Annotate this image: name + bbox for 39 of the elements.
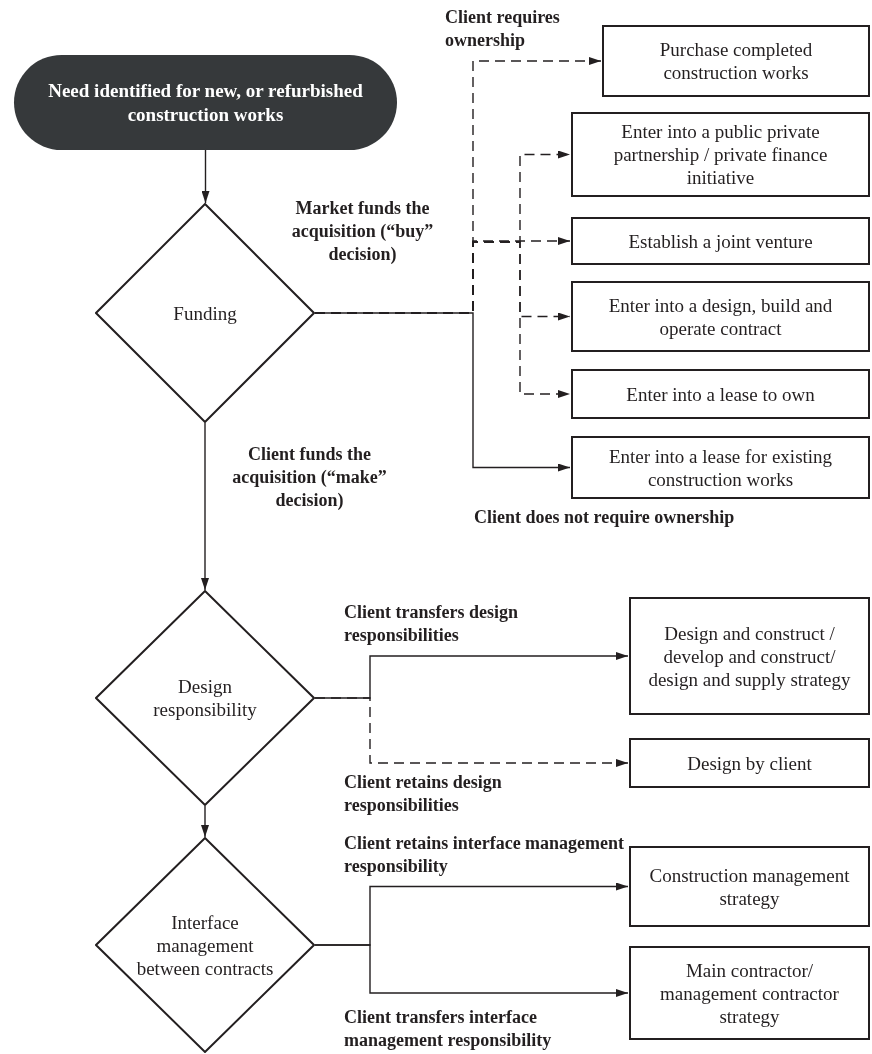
node-text: Purchase completed construction works — [658, 38, 814, 84]
arrow — [314, 697, 629, 767]
process-box — [571, 369, 870, 419]
node-text: Construction management strategy — [648, 863, 851, 910]
process-box — [571, 112, 870, 197]
branch-label: Market funds the acquisition (“buy” decision) — [290, 197, 435, 266]
branch-label: Client retains design responsibilities — [344, 771, 503, 817]
node-text: Design by client — [687, 751, 812, 775]
process-box — [629, 846, 870, 927]
process-box — [571, 217, 870, 265]
process-box — [629, 946, 870, 1040]
decision-diamond — [95, 590, 315, 806]
branch-label: Client retains interface management responsibility — [344, 832, 626, 878]
node-text: Design and construct / develop and construct/ design and supply strategy — [647, 621, 852, 691]
arrow — [201, 805, 209, 838]
arrow — [201, 422, 209, 591]
node-text: Enter into a lease for existing construction works — [607, 444, 834, 491]
process-box — [571, 436, 870, 499]
branch-label: Client does not require ownership — [474, 506, 736, 529]
node-text: Need identified for new, or refurbished construction works — [47, 78, 364, 127]
arrow — [314, 944, 629, 997]
arrow — [201, 149, 210, 204]
node-text: Enter into a lease to own — [626, 382, 815, 406]
node-text: Funding — [173, 301, 237, 325]
process-box — [571, 281, 870, 352]
process-box — [629, 738, 870, 788]
node-text: Interface management between contracts — [135, 910, 275, 980]
node-text: Design responsibility — [152, 675, 258, 721]
node-text: Main contractor/ management contractor strategy — [659, 958, 840, 1028]
branch-label: Client requires ownership — [445, 6, 561, 52]
branch-label: Client transfers interface management responsibility — [344, 1006, 553, 1052]
branch-label: Client transfers design responsibilities — [344, 601, 519, 647]
process-box — [602, 25, 870, 97]
node-text: Enter into a design, build and operate contract — [607, 293, 834, 340]
decision-diamond — [95, 837, 315, 1053]
node-text: Establish a joint venture — [628, 229, 813, 253]
node-text: Enter into a public private partnership / private finance initiative — [612, 120, 829, 189]
process-box — [629, 597, 870, 715]
branch-label: Client funds the acquisition (“make” decision) — [231, 443, 388, 512]
